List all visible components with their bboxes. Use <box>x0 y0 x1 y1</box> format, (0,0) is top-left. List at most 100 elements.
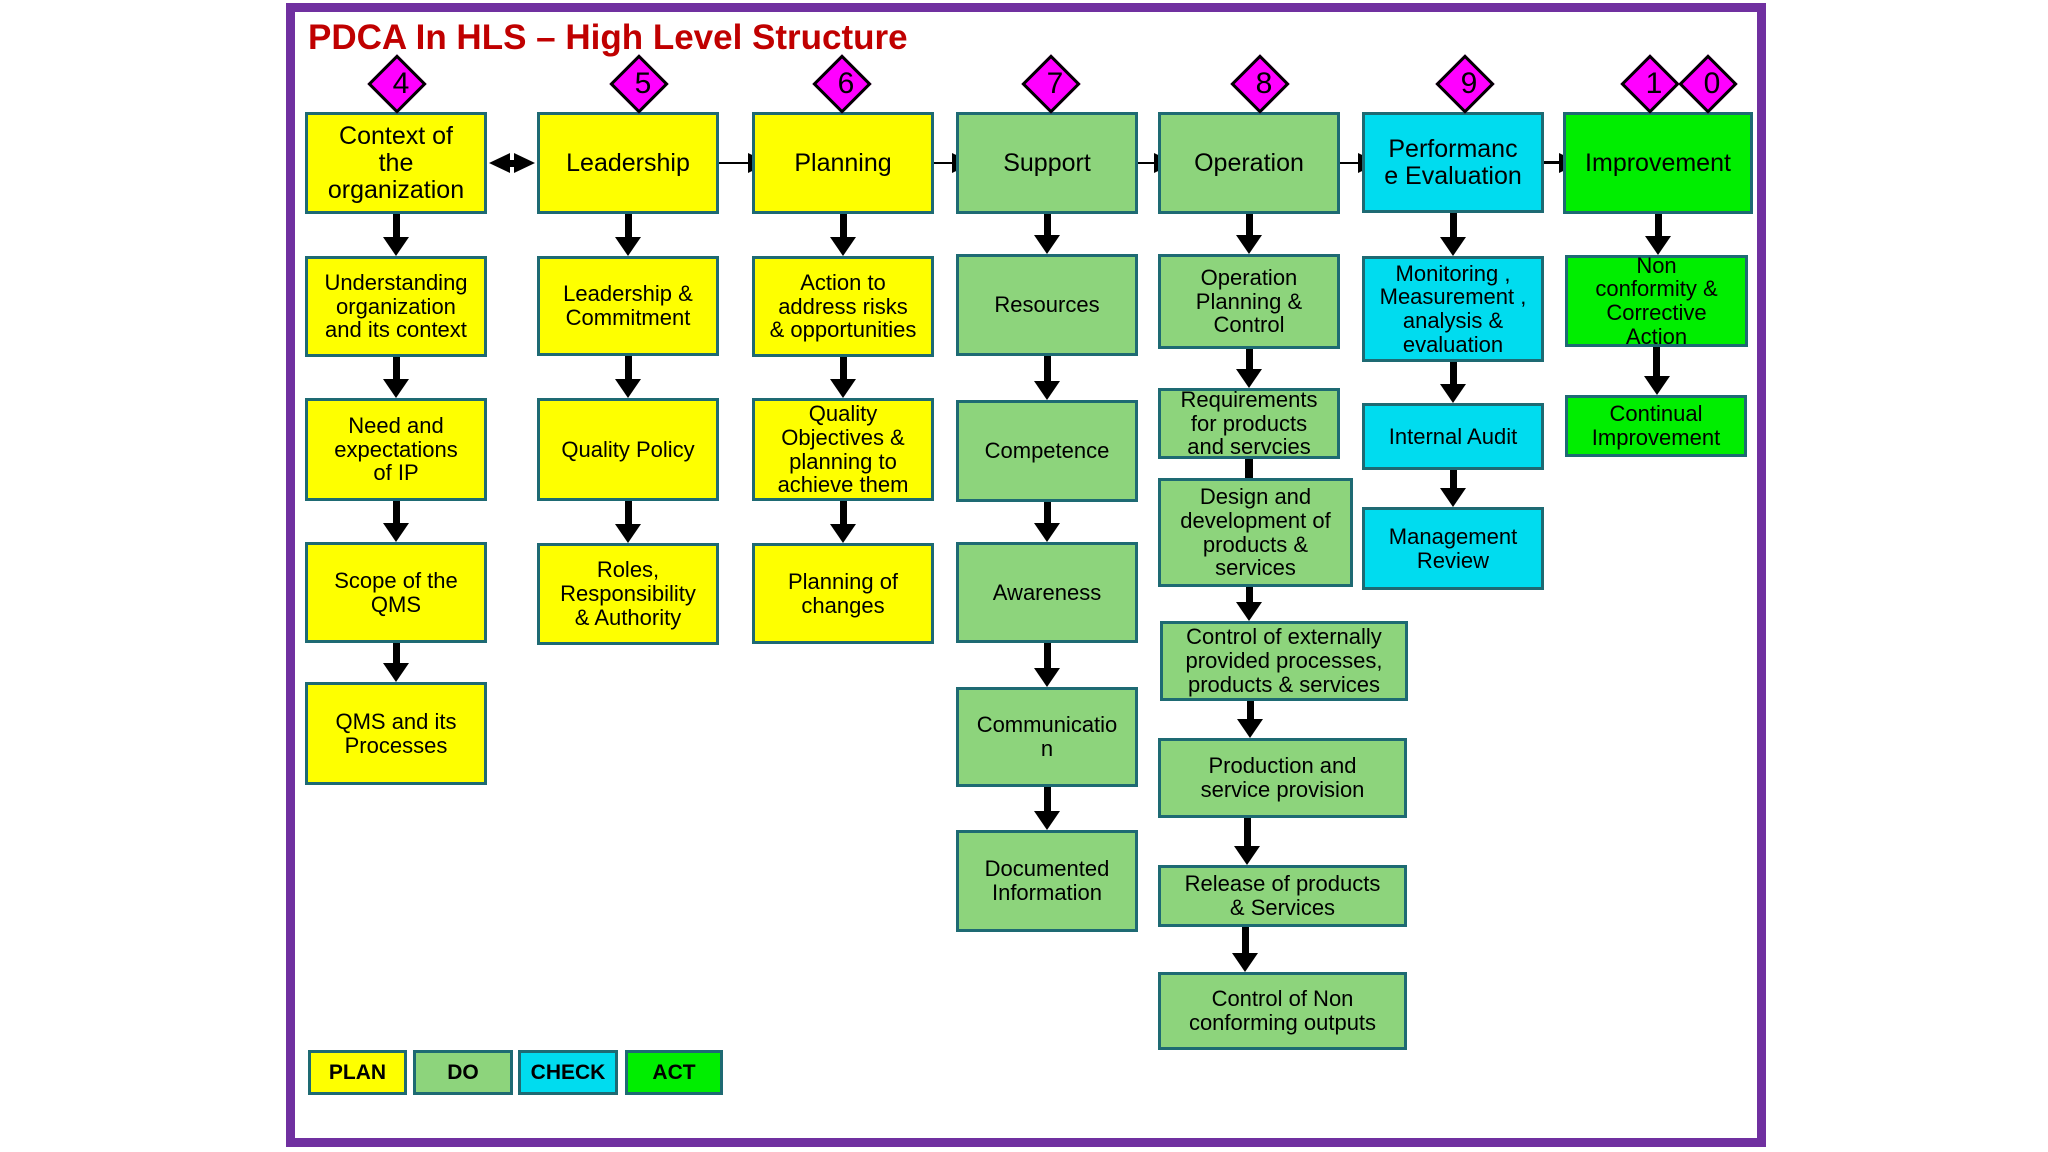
node-planning: Planning <box>752 112 934 214</box>
node-needs-expectations: Need and expectations of IP <box>305 398 487 501</box>
arrow-leadership-commit-to-quality-policy <box>615 354 641 398</box>
node-quality-objectives: Quality Objectives & planning to achieve… <box>752 398 934 501</box>
node-operation: Operation <box>1158 112 1340 214</box>
clause-number-9: 9 <box>1460 67 1478 100</box>
node-awareness-label: Awareness <box>992 579 1102 605</box>
clause-number-7: 7 <box>1046 67 1064 100</box>
node-communication-label: Communicatio n <box>976 712 1118 761</box>
node-improvement: Improvement <box>1563 112 1753 214</box>
node-leadership-commit: Leadership & Commitment <box>537 256 719 356</box>
node-context-label: Context of the organization <box>327 121 465 204</box>
node-monitoring-label: Monitoring , Measurement , analysis & ev… <box>1379 260 1527 357</box>
legend-do: DO <box>413 1050 513 1095</box>
node-performance-eval: Performanc e Evaluation <box>1362 112 1544 213</box>
node-support: Support <box>956 112 1138 214</box>
clause-number-6: 6 <box>837 67 855 100</box>
node-roles-authority-label: Roles, Responsibility & Authority <box>560 557 696 630</box>
node-risks-opps: Action to address risks & opportunities <box>752 256 934 357</box>
arrow-improvement-to-nonconformity <box>1645 212 1671 255</box>
arrow-scope-qms-to-qms-processes <box>383 641 409 682</box>
arrow-awareness-to-communication <box>1034 641 1060 687</box>
node-performance-eval-label: Performanc e Evaluation <box>1384 134 1522 190</box>
node-awareness: Awareness <box>956 542 1138 643</box>
legend-check-label: CHECK <box>530 1060 606 1084</box>
node-documented-info: Documented Information <box>956 830 1138 932</box>
node-op-planning-label: Operation Planning & Control <box>1195 264 1303 338</box>
node-nonconformity: Non conformity & Corrective Action <box>1565 253 1748 348</box>
node-management-review-label: Management Review <box>1388 523 1518 573</box>
arrow-leadership-to-leadership-commit <box>615 212 641 256</box>
arrow-op-planning-to-requirements <box>1236 347 1262 388</box>
arrow-understanding-org-to-needs-expectations <box>383 355 409 398</box>
node-control-external-label: Control of externally provided processes… <box>1185 624 1383 697</box>
node-support-label: Support <box>1003 148 1091 177</box>
arrow-quality-objectives-to-planning-changes <box>830 499 856 543</box>
node-quality-policy-label: Quality Policy <box>561 436 695 462</box>
node-scope-qms: Scope of the QMS <box>305 542 487 643</box>
arrow-performance-eval-to-monitoring <box>1440 211 1466 256</box>
node-quality-objectives-label: Quality Objectives & planning to achieve… <box>777 401 909 498</box>
node-design-dev: Design and development of products & ser… <box>1158 478 1353 587</box>
node-production-label: Production and service provision <box>1200 753 1365 802</box>
node-design-dev-label: Design and development of products & ser… <box>1180 484 1331 581</box>
legend-act-label: ACT <box>652 1060 696 1084</box>
node-continual-improve-label: Continual Improvement <box>1591 401 1721 450</box>
node-communication: Communicatio n <box>956 687 1138 787</box>
arrow-risks-opps-to-quality-objectives <box>830 355 856 398</box>
node-internal-audit-label: Internal Audit <box>1388 423 1518 449</box>
node-competence: Competence <box>956 400 1138 502</box>
node-leadership-label: Leadership <box>566 148 690 177</box>
arrow-internal-audit-to-management-review <box>1440 468 1466 507</box>
arrow-monitoring-to-internal-audit <box>1440 360 1466 403</box>
arrow-quality-policy-to-roles-authority <box>615 499 641 543</box>
node-competence-label: Competence <box>984 438 1110 464</box>
node-internal-audit: Internal Audit <box>1362 403 1544 470</box>
clause-number-4: 4 <box>392 67 410 100</box>
node-control-external: Control of externally provided processes… <box>1160 621 1408 701</box>
arrow-operation-to-op-planning <box>1236 212 1262 254</box>
arrow-production-to-release <box>1234 816 1260 865</box>
arrow-needs-expectations-to-scope-qms <box>383 499 409 542</box>
node-resources-label: Resources <box>994 292 1100 318</box>
node-documented-info-label: Documented Information <box>984 856 1110 905</box>
node-release-label: Release of products & Services <box>1184 871 1381 920</box>
legend-check: CHECK <box>518 1050 618 1095</box>
node-requirements-label: Requirements for products and servcies <box>1180 386 1318 460</box>
node-risks-opps-label: Action to address risks & opportunities <box>769 269 917 343</box>
arrow-communication-to-documented-info <box>1034 785 1060 830</box>
node-operation-label: Operation <box>1194 148 1304 177</box>
arrow-context-to-leadership <box>489 148 535 178</box>
node-planning-label: Planning <box>794 148 892 177</box>
diagram-title: PDCA In HLS – High Level Structure <box>308 18 908 57</box>
arrow-context-to-understanding-org <box>383 212 409 256</box>
legend-plan-label: PLAN <box>328 1060 387 1084</box>
node-leadership: Leadership <box>537 112 719 214</box>
node-requirements: Requirements for products and servcies <box>1158 386 1340 460</box>
node-resources: Resources <box>956 254 1138 356</box>
arrow-release-to-control-nonconform <box>1232 925 1258 972</box>
node-qms-processes-label: QMS and its Processes <box>335 708 457 758</box>
arrow-resources-to-competence <box>1034 354 1060 400</box>
arrow-competence-to-awareness <box>1034 500 1060 542</box>
node-understanding-org: Understanding organization and its conte… <box>305 256 487 357</box>
arrow-planning-to-risks-opps <box>830 212 856 256</box>
node-leadership-commit-label: Leadership & Commitment <box>563 281 693 330</box>
clause-number-8: 8 <box>1255 67 1273 100</box>
arrow-support-to-resources <box>1034 212 1060 254</box>
clause-number-1: 1 <box>1645 67 1663 100</box>
arrow-control-external-to-production <box>1237 699 1263 738</box>
legend-plan: PLAN <box>308 1050 407 1095</box>
node-roles-authority: Roles, Responsibility & Authority <box>537 543 719 645</box>
node-continual-improve: Continual Improvement <box>1565 395 1747 457</box>
node-control-nonconform: Control of Non conforming outputs <box>1158 972 1407 1050</box>
clause-number-0: 0 <box>1703 67 1721 100</box>
node-release: Release of products & Services <box>1158 865 1407 927</box>
node-qms-processes: QMS and its Processes <box>305 682 487 785</box>
node-op-planning: Operation Planning & Control <box>1158 254 1340 349</box>
node-planning-changes: Planning of changes <box>752 543 934 644</box>
arrow-requirements-to-design-dev <box>1236 457 1262 480</box>
node-control-nonconform-label: Control of Non conforming outputs <box>1188 986 1377 1035</box>
arrow-nonconformity-to-continual-improve <box>1643 345 1670 395</box>
node-scope-qms-label: Scope of the QMS <box>334 567 458 617</box>
